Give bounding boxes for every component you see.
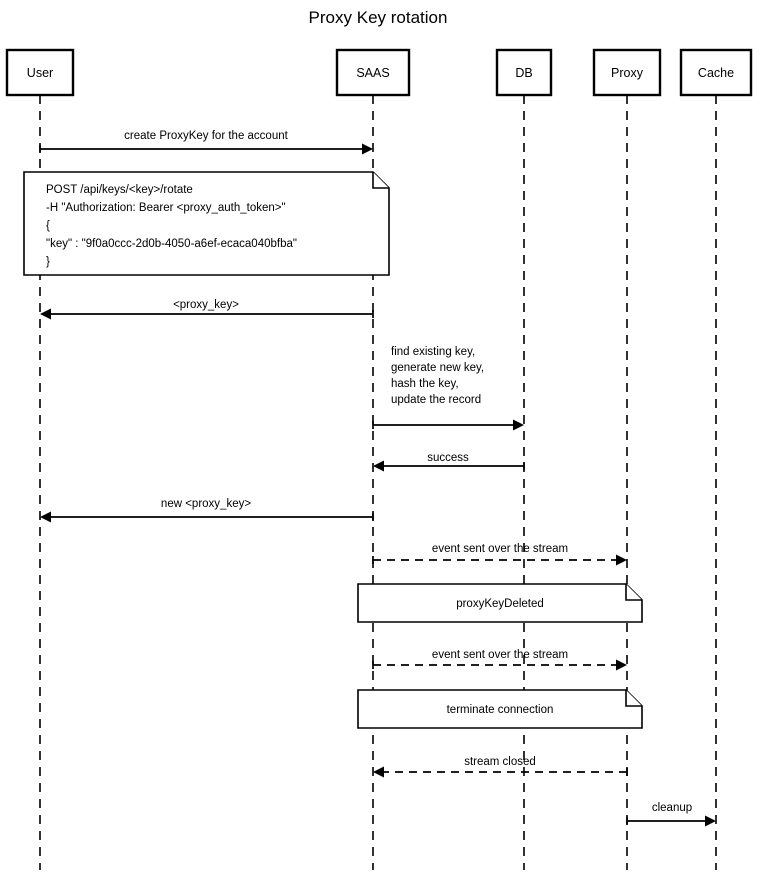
activity-line: hash the key, (391, 378, 459, 390)
note-fold-corner (625, 584, 642, 601)
message-arrowhead (40, 511, 51, 523)
message-arrowhead (373, 460, 384, 472)
message-3-saas-to-db (372, 419, 524, 431)
message-label: event sent over the stream (432, 649, 568, 661)
message-arrowhead (513, 419, 524, 431)
message-label: event sent over the stream (432, 543, 568, 555)
participant-box-proxy (592, 48, 662, 97)
note-line: POST /api/keys/<key>/rotate (46, 184, 193, 196)
page-title: Proxy Key rotation (309, 8, 448, 27)
participant-label-user: User (27, 66, 53, 80)
participant-box-saas (335, 48, 411, 97)
participant-user[interactable]: User (5, 48, 75, 97)
message-9-proxy-to-cache: cleanup (626, 802, 716, 827)
notes-group: POST /api/keys/<key>/rotate -H "Authoriza… (23, 171, 643, 729)
activity-label-group: find existing key, generate new key, hash … (391, 346, 484, 406)
messages-group: create ProxyKey for the account <proxy_ke… (39, 130, 716, 827)
activity-line: generate new key, (391, 362, 484, 374)
activity-line: update the record (391, 394, 481, 406)
participant-label-saas: SAAS (356, 66, 389, 80)
note-line: terminate connection (447, 704, 554, 716)
activity-description: find existing key, generate new key, hash … (391, 346, 484, 406)
note-terminate-connection-note: terminate connection (357, 689, 643, 729)
participant-label-db: DB (515, 66, 532, 80)
message-label: new <proxy_key> (161, 498, 251, 510)
note-line: -H "Authorization: Bearer <proxy_auth_to… (46, 202, 286, 214)
message-arrowhead (40, 308, 51, 320)
note-body (357, 689, 643, 729)
note-fold-corner (625, 690, 642, 707)
note-body (357, 583, 643, 623)
message-arrowhead (616, 659, 627, 671)
participant-box-user (5, 48, 75, 97)
participant-box-db (495, 48, 553, 97)
message-label: success (427, 452, 469, 464)
participant-label-proxy: Proxy (611, 66, 644, 80)
note-line: proxyKeyDeleted (456, 598, 544, 610)
message-arrowhead (616, 554, 627, 566)
note-line: } (46, 256, 50, 268)
message-7-saas-to-proxy: event sent over the stream (372, 649, 627, 671)
note-body (23, 171, 390, 276)
message-4-db-to-saas: success (373, 452, 525, 472)
message-5-saas-to-user: new <proxy_key> (40, 498, 374, 523)
message-label: stream closed (464, 756, 536, 768)
participant-proxy[interactable]: Proxy (592, 48, 662, 97)
note-line: { (46, 220, 50, 232)
note-request-note: POST /api/keys/<key>/rotate -H "Authoriza… (23, 171, 390, 276)
message-2-saas-to-user: <proxy_key> (40, 299, 374, 320)
message-arrowhead (373, 766, 384, 778)
message-label: create ProxyKey for the account (124, 130, 288, 142)
message-8-proxy-to-saas: stream closed (373, 756, 628, 778)
message-6-saas-to-proxy: event sent over the stream (372, 543, 627, 566)
message-label: cleanup (652, 802, 692, 814)
diagram-title-group: Proxy Key rotation (309, 8, 448, 27)
message-label: <proxy_key> (173, 299, 239, 311)
message-arrowhead (362, 143, 373, 155)
message-arrowhead (705, 815, 716, 827)
note-proxy-key-deleted-note: proxyKeyDeleted (357, 583, 643, 623)
participant-saas[interactable]: SAAS (335, 48, 411, 97)
participant-cache[interactable]: Cache (679, 48, 753, 97)
message-1-user-to-saas: create ProxyKey for the account (39, 130, 373, 155)
participant-label-cache: Cache (698, 66, 734, 80)
participant-box-cache (679, 48, 753, 97)
participant-db[interactable]: DB (495, 48, 553, 97)
note-line: "key" : "9f0a0ccc-2d0b-4050-a6ef-ecaca04… (46, 238, 297, 250)
activity-line: find existing key, (391, 346, 475, 358)
note-fold-corner (372, 172, 389, 189)
participants-group: User SAAS DB Proxy Cache (5, 48, 753, 97)
